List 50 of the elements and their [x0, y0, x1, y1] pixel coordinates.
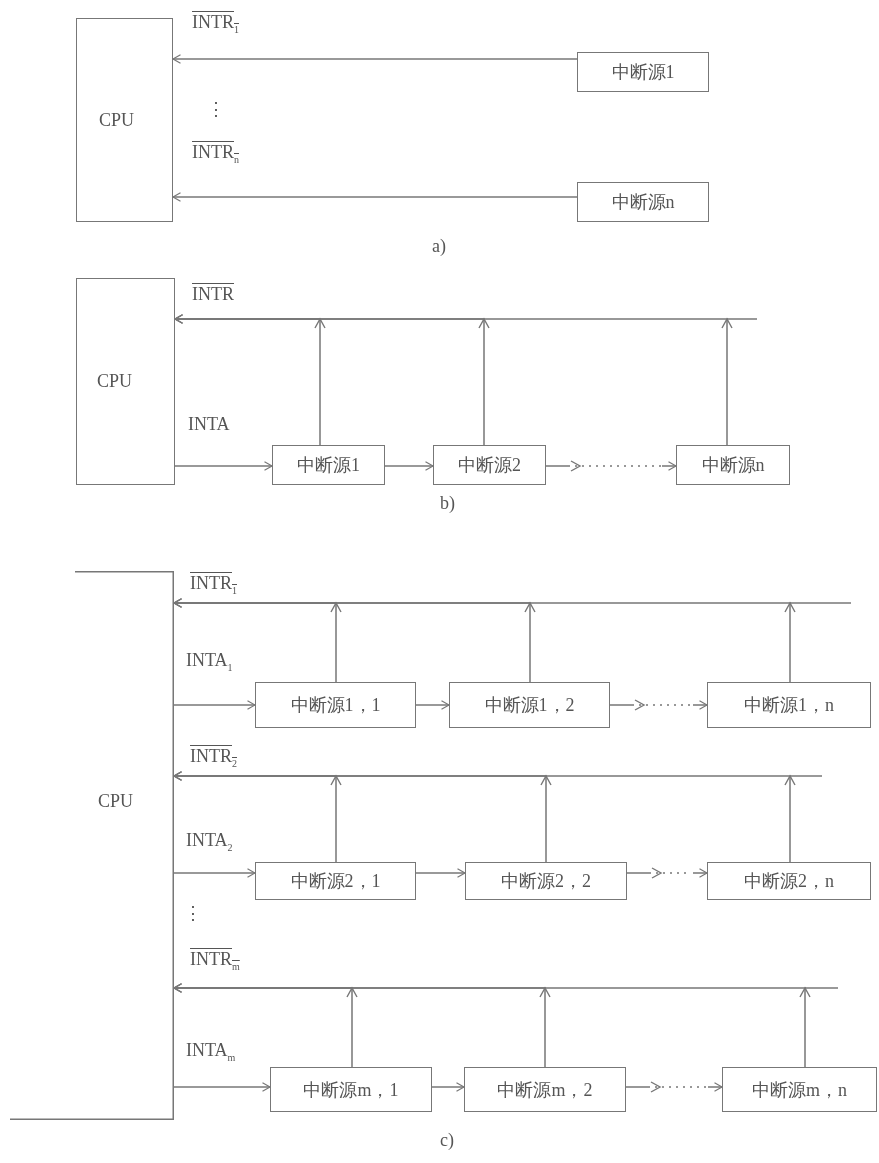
interrupt-source-box: 中断源1，1 [255, 682, 416, 728]
arrow [625, 1081, 723, 1093]
cpu-box: CPU [76, 278, 175, 485]
signal-label: INTR$_{2}$ [190, 746, 237, 770]
arrow [172, 192, 578, 202]
signal-label: INTA$_{2}$ [186, 830, 233, 854]
signal-label: INTR$_{m}$ [190, 949, 240, 973]
interrupt-source-box: 中断源2，1 [255, 862, 416, 900]
figure-caption: c) [440, 1130, 454, 1151]
arrow [173, 700, 256, 710]
interrupt-source-box: 中断源1，n [707, 682, 871, 728]
signal-label: INTR [192, 284, 234, 306]
signal-label: INTR$_{1}$ [192, 12, 239, 36]
arrow [173, 771, 796, 863]
interrupt-source-box: 中断源m，2 [464, 1067, 626, 1112]
interrupt-source-box: 中断源2，n [707, 862, 871, 900]
arrow [173, 598, 796, 683]
arrow [174, 461, 273, 471]
interrupt-source-box: 中断源1 [577, 52, 709, 92]
arrow [545, 460, 677, 472]
cpu-label: CPU [98, 791, 133, 812]
ellipsis-mark: ⋮ [207, 98, 225, 120]
arrow [172, 54, 578, 64]
arrow [173, 983, 811, 1068]
arrow [173, 1082, 271, 1092]
interrupt-source-box: 中断源2，2 [465, 862, 627, 900]
arrow [626, 867, 708, 879]
ellipsis-mark: ⋮ [184, 902, 202, 924]
arrow [415, 868, 466, 878]
signal-label: INTR$_{1}$ [190, 573, 237, 597]
interrupt-source-box: 中断源2 [433, 445, 546, 485]
interrupt-source-box: 中断源n [577, 182, 709, 222]
interrupt-source-box: 中断源1 [272, 445, 385, 485]
figure-caption: b) [440, 493, 455, 514]
signal-label: INTR$_{n}$ [192, 142, 239, 166]
arrow [174, 314, 733, 446]
arrow [431, 1082, 465, 1092]
signal-label: INTA$_{m}$ [186, 1040, 236, 1064]
interrupt-source-box: 中断源1，2 [449, 682, 610, 728]
arrow [609, 699, 708, 711]
interrupt-source-box: 中断源n [676, 445, 790, 485]
cpu-box: CPU [76, 18, 173, 222]
signal-label: INTA$_{1}$ [186, 650, 233, 674]
interrupt-source-box: 中断源m，1 [270, 1067, 432, 1112]
figure-caption: a) [432, 236, 446, 257]
interrupt-source-box: 中断源m，n [722, 1067, 877, 1112]
arrow [384, 461, 434, 471]
arrow [173, 868, 256, 878]
arrow [415, 700, 450, 710]
signal-label: INTA [188, 414, 230, 436]
